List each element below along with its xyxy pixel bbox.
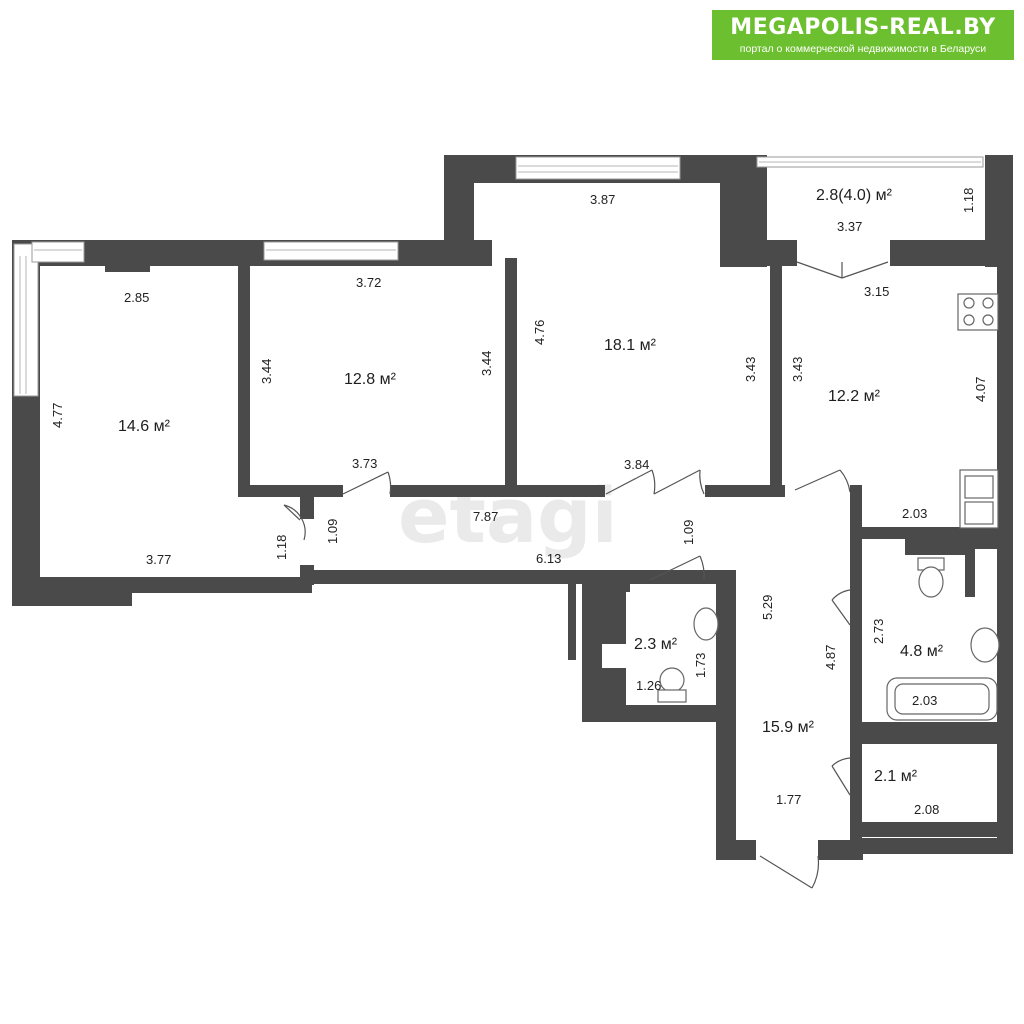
hall-area: 15.9 м² — [762, 719, 815, 736]
wc-area: 2.3 м² — [634, 636, 678, 653]
kitchen-area: 12.2 м² — [828, 388, 881, 405]
logo-tagline: портал о коммерческой недвижимости в Бел… — [739, 43, 987, 55]
dim-label: 2.85 — [124, 290, 149, 305]
doors — [283, 261, 889, 889]
dim-label: 1.09 — [325, 519, 340, 544]
dim-label: 2.03 — [912, 693, 937, 708]
dim-label: 3.72 — [356, 275, 381, 290]
dimension-labels: 2.85 4.77 3.77 1.18 1.09 3.72 3.44 3.44 … — [50, 188, 988, 817]
room-area-3: 18.1 м² — [604, 337, 657, 354]
dim-label: 1.09 — [681, 520, 696, 545]
windows — [13, 156, 984, 397]
wc-sink-icon — [693, 607, 719, 641]
dim-label: 2.03 — [902, 506, 927, 521]
dim-label: 5.29 — [760, 595, 775, 620]
dim-label: 7.87 — [473, 509, 498, 524]
wc-toilet-icon — [659, 667, 685, 693]
dim-label: 1.18 — [961, 188, 976, 213]
dim-label: 1.77 — [776, 792, 801, 807]
room-area-1: 14.6 м² — [118, 418, 171, 435]
dim-label: 6.13 — [536, 551, 561, 566]
dim-label: 3.73 — [352, 456, 377, 471]
room-area-2: 12.8 м² — [344, 371, 397, 388]
megapolis-logo: MEGAPOLIS-REAL.BY портал о коммерческой … — [712, 10, 1014, 60]
logo-brand: MEGAPOLIS-REAL.BY — [730, 15, 996, 40]
dim-label: 3.87 — [590, 192, 615, 207]
dim-label: 3.84 — [624, 457, 649, 472]
fixtures — [657, 293, 1000, 721]
bathroom-sink-icon — [970, 627, 1000, 663]
dim-label: 1.26 — [636, 678, 661, 693]
dim-label: 1.18 — [274, 535, 289, 560]
dim-label: 4.76 — [532, 320, 547, 345]
dim-label: 1.73 — [693, 653, 708, 678]
dim-label: 2.08 — [914, 802, 939, 817]
dim-label: 4.87 — [823, 645, 838, 670]
toilet-icon — [918, 566, 944, 598]
bathroom-area: 4.8 м² — [900, 643, 944, 660]
balcony-area: 2.8(4.0) м² — [816, 187, 893, 204]
dim-label: 3.43 — [743, 357, 758, 382]
dim-label: 4.77 — [50, 403, 65, 428]
storage-area: 2.1 м² — [874, 768, 918, 785]
dim-label: 3.15 — [864, 284, 889, 299]
dim-label: 2.73 — [871, 619, 886, 644]
dim-label: 3.44 — [259, 359, 274, 384]
dim-label: 3.44 — [479, 351, 494, 376]
dim-label: 3.43 — [790, 357, 805, 382]
dim-label: 3.77 — [146, 552, 171, 567]
dim-label: 4.07 — [973, 377, 988, 402]
dim-label: 3.37 — [837, 219, 862, 234]
walls — [12, 155, 1013, 860]
room-labels: 14.6 м² 12.8 м² 18.1 м² 2.8(4.0) м² 12.2… — [118, 187, 944, 785]
